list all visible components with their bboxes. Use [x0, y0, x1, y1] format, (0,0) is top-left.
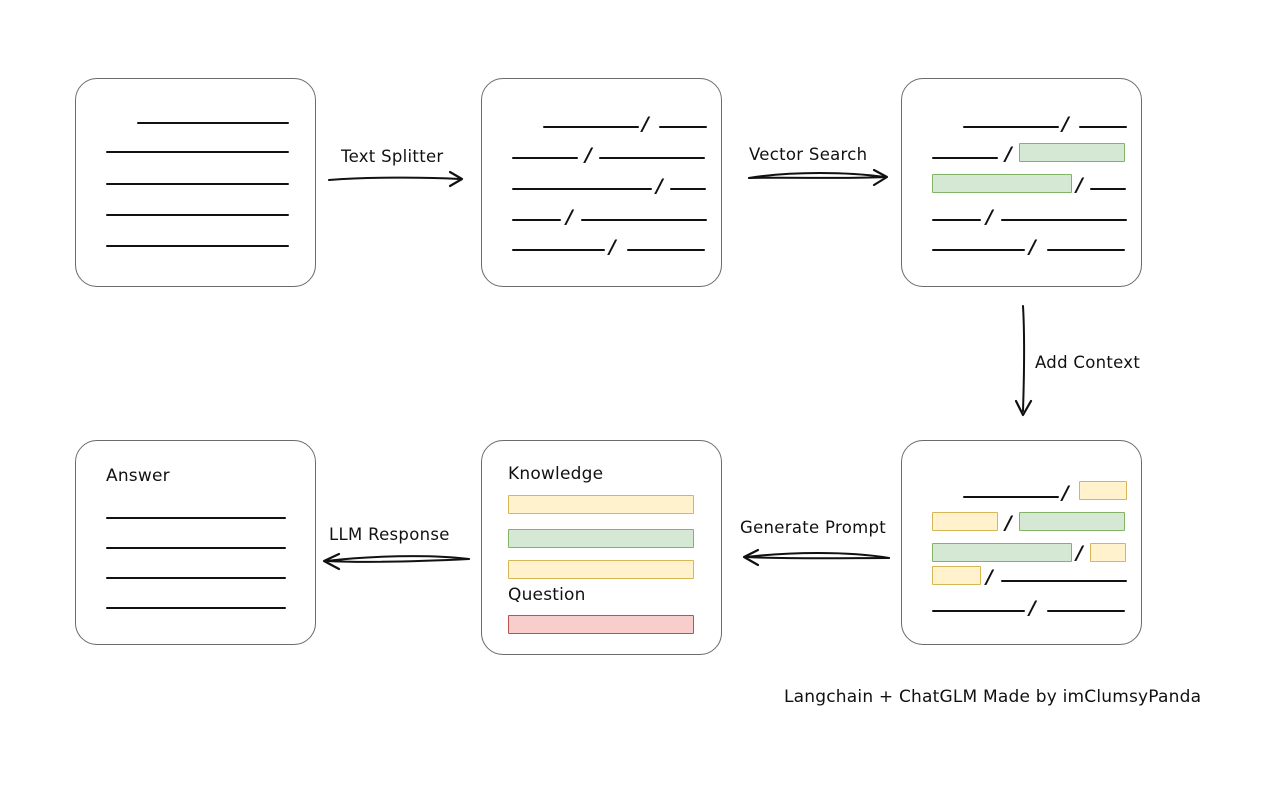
answer-line [106, 517, 286, 519]
chunk-slash: / [986, 206, 993, 228]
knowledge-label: Knowledge [508, 464, 604, 484]
arrow-label-add-context: Add Context [1035, 353, 1141, 372]
chunk-line [512, 249, 605, 251]
answer-line [106, 607, 286, 609]
document-line [106, 183, 289, 185]
chunk-slash: / [1005, 143, 1012, 165]
chunk-line [932, 249, 1025, 251]
chunk-slash: / [585, 144, 592, 166]
split-chunks-box[interactable]: / / / / / [481, 78, 722, 287]
chunk-slash: / [986, 566, 993, 588]
chunk-line [599, 157, 705, 159]
question-label: Question [508, 585, 586, 605]
arrow-llm-response [322, 552, 470, 571]
document-line [137, 122, 289, 124]
chunk-line [1047, 249, 1125, 251]
context-chip[interactable] [932, 512, 998, 531]
answer-box[interactable]: Answer [75, 440, 316, 645]
arrow-label-text-splitter: Text Splitter [341, 147, 444, 166]
matched-chunk-chip[interactable] [932, 543, 1072, 562]
chunk-slash: / [1076, 542, 1083, 564]
arrow-label-generate-prompt: Generate Prompt [740, 518, 886, 537]
answer-line [106, 547, 286, 549]
chunk-slash: / [1076, 174, 1083, 196]
chunk-line [932, 610, 1025, 612]
matched-chunk-chip[interactable] [932, 174, 1072, 193]
chunk-slash: / [642, 113, 649, 135]
chunk-slash: / [1062, 482, 1069, 504]
knowledge-chip[interactable] [508, 529, 694, 548]
chunk-line [670, 188, 706, 190]
vector-matches-box[interactable]: / / / / / [901, 78, 1142, 287]
source-document-box[interactable] [75, 78, 316, 287]
context-chip[interactable] [932, 566, 981, 585]
chunk-line [1090, 188, 1126, 190]
context-chip[interactable] [1079, 481, 1127, 500]
chunk-line [1001, 219, 1127, 221]
chunk-line [963, 126, 1059, 128]
chunk-slash: / [1062, 113, 1069, 135]
chunk-line [963, 496, 1059, 498]
chunk-line [1079, 126, 1127, 128]
chunk-slash: / [609, 236, 616, 258]
chunk-line [1047, 610, 1125, 612]
chunk-slash: / [566, 206, 573, 228]
arrow-add-context [1014, 305, 1033, 417]
chunk-line [512, 157, 578, 159]
chunk-line [659, 126, 707, 128]
arrow-text-splitter [328, 170, 464, 188]
arrow-generate-prompt [742, 548, 890, 567]
chunk-line [512, 188, 652, 190]
chunk-line [543, 126, 639, 128]
document-line [106, 245, 289, 247]
diagram-caption: Langchain + ChatGLM Made by imClumsyPand… [784, 687, 1202, 707]
document-line [106, 151, 289, 153]
chunk-line [932, 219, 981, 221]
chunk-slash: / [656, 175, 663, 197]
chunk-line [627, 249, 705, 251]
answer-label: Answer [106, 466, 170, 486]
knowledge-chip[interactable] [508, 495, 694, 514]
arrow-label-vector-search: Vector Search [749, 145, 868, 164]
matched-chunk-chip[interactable] [1019, 512, 1125, 531]
question-chip[interactable] [508, 615, 694, 634]
chunk-slash: / [1029, 236, 1036, 258]
arrow-vector-search [748, 168, 889, 187]
context-chunks-box[interactable]: / / / / / [901, 440, 1142, 645]
answer-line [106, 577, 286, 579]
chunk-slash: / [1029, 597, 1036, 619]
matched-chunk-chip[interactable] [1019, 143, 1125, 162]
context-chip[interactable] [1090, 543, 1126, 562]
chunk-line [1001, 580, 1127, 582]
chunk-line [581, 219, 707, 221]
prompt-box[interactable]: Knowledge Question [481, 440, 722, 655]
document-line [106, 214, 289, 216]
arrow-label-llm-response: LLM Response [329, 525, 450, 544]
chunk-line [932, 157, 998, 159]
chunk-line [512, 219, 561, 221]
chunk-slash: / [1005, 512, 1012, 534]
knowledge-chip[interactable] [508, 560, 694, 579]
